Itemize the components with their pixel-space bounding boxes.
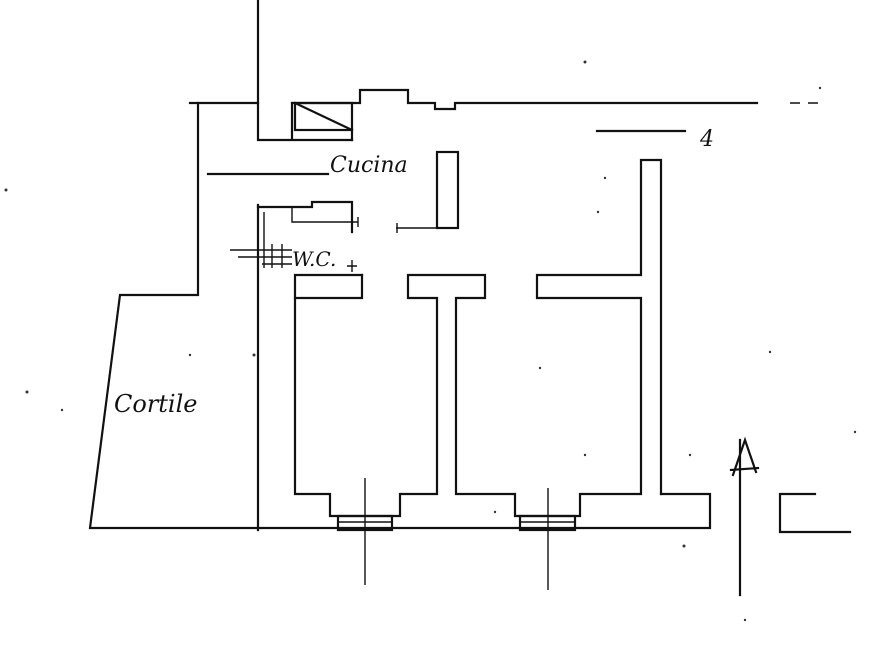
door-tick <box>396 223 455 233</box>
speck <box>743 618 747 622</box>
speck <box>538 366 542 370</box>
wall-top-left-shaft <box>256 0 354 142</box>
speck <box>603 176 607 180</box>
label-courtyard: Cortile <box>114 390 197 418</box>
speck <box>682 544 686 548</box>
speck <box>60 408 64 412</box>
speck <box>25 390 29 394</box>
column <box>435 150 460 230</box>
north-arrow-icon <box>729 436 760 597</box>
partition-left <box>293 273 364 300</box>
speck <box>596 210 600 214</box>
label-number: 4 <box>699 127 714 152</box>
wall-bottom-right <box>778 492 852 534</box>
speck <box>583 453 587 457</box>
stair-icon <box>293 101 354 142</box>
speck <box>853 430 857 434</box>
wc-area <box>230 200 359 272</box>
label-kitchen: Cucina <box>330 153 408 178</box>
speck <box>252 353 256 357</box>
speck <box>4 188 8 192</box>
wall-left-outer <box>88 101 712 530</box>
scan-specks <box>4 60 857 622</box>
speck <box>583 60 587 64</box>
speck <box>188 353 192 357</box>
rooms-walls <box>293 158 663 518</box>
wall-top <box>188 88 759 111</box>
speck <box>493 510 497 514</box>
speck <box>818 86 822 90</box>
speck <box>688 453 692 457</box>
label-wc: W.C. <box>292 247 336 271</box>
speck <box>768 350 772 354</box>
